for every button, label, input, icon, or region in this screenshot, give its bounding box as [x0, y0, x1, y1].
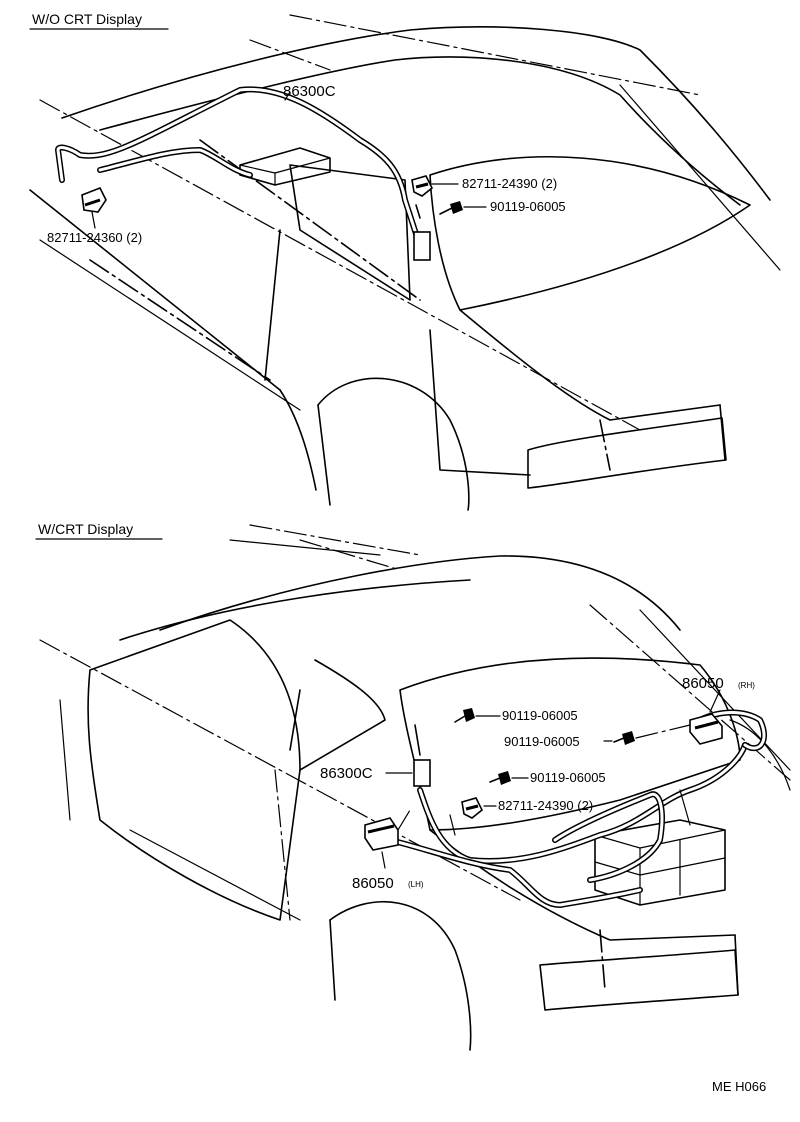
clamp-icon	[81, 186, 107, 213]
label-clamp-82711-24390: 82711-24390 (2)	[462, 176, 557, 191]
section-title-with-crt: W/CRT Display	[38, 521, 133, 537]
section-with-crt: W/CRT Display	[35, 521, 791, 1051]
amplifier-lh-icon	[364, 817, 399, 851]
label-screw-90119-06005-c: 90119-06005	[530, 770, 606, 785]
label-amplifier-86050-lh: 86050	[352, 875, 394, 892]
screw-icon	[613, 731, 635, 745]
label-clamp-82711-24390: 82711-24390 (2)	[498, 798, 593, 813]
car-body-bottom	[39, 524, 791, 1051]
label-amplifier-rh-side: (RH)	[738, 681, 755, 690]
label-antenna-86300c: 86300C	[283, 83, 336, 100]
section-without-crt: W/O CRT Display	[29, 11, 781, 511]
screw-icon	[439, 201, 463, 215]
label-screw-90119-06005: 90119-06005	[490, 199, 566, 214]
figure-code: ME H066	[712, 1079, 766, 1094]
label-screw-90119-06005-a: 90119-06005	[502, 708, 578, 723]
amplifier-rh-icon	[689, 713, 723, 745]
label-amplifier-lh-side: (LH)	[408, 880, 424, 889]
label-screw-90119-06005-b: 90119-06005	[504, 734, 580, 749]
car-body-top	[29, 14, 781, 511]
label-amplifier-86050-rh: 86050	[682, 675, 724, 692]
screw-icon	[489, 771, 511, 785]
section-title-without-crt: W/O CRT Display	[32, 11, 142, 27]
clamp-icon	[411, 175, 434, 197]
antenna-wire-top	[55, 86, 431, 261]
label-clamp-82711-24360: 82711-24360 (2)	[47, 230, 142, 245]
antenna-wire-bottom	[387, 709, 767, 908]
label-antenna-86300c: 86300C	[320, 765, 373, 782]
clamp-icon	[461, 797, 484, 819]
screw-icon	[454, 708, 475, 723]
